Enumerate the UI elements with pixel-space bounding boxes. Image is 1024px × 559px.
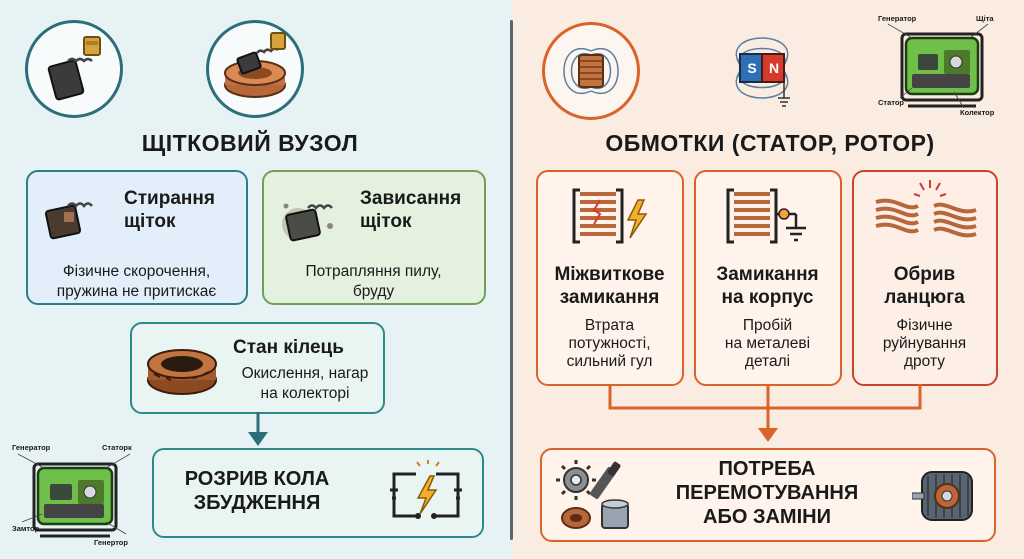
card-inter-turn-short-title-1: Міжвиткове (554, 264, 665, 285)
card-brush-wear-title-1: Стирання (124, 188, 215, 209)
generator-right-label-bottom-left: Статор (878, 98, 904, 107)
card-brush-wear-text-1: Фізичне скорочення, (62, 263, 211, 280)
card-circuit-break-text-3: дроту (904, 353, 945, 370)
card-ground-short-text-2: на металеві (724, 335, 811, 352)
card-brush-stuck-title-2: щіток (360, 211, 412, 232)
card-circuit-break-text-2: руйнування (882, 335, 967, 352)
card-excitation-break: РОЗРИВ КОЛА ЗБУДЖЕННЯ (152, 448, 484, 538)
card-brush-stuck-title-1: Зависання (360, 188, 462, 209)
card-inter-turn-short-text-1: Втрата (584, 317, 635, 334)
connector-lines (608, 384, 922, 442)
generator-label-top-left: Генератор (12, 443, 51, 452)
card-ground-short-text-1: Пробій (742, 317, 793, 334)
card-brush-wear-title-2: щіток (124, 211, 176, 232)
generator-illustration: Генератор Статорк Замтор Генертор (10, 440, 138, 550)
card-brush-stuck-text-1: Потрапляння пилу, (305, 263, 442, 280)
brush-circle-icon (25, 20, 123, 118)
card-ring-condition-text-1: Окислення, нагар (241, 365, 369, 382)
card-rewind-or-replace: ПОТРЕБА ПЕРЕМОТУВАННЯ АБО ЗАМІНИ (540, 448, 996, 542)
coil-spark-icon (572, 188, 648, 244)
card-rewind-line-3: АБО ЗАМІНИ (703, 506, 831, 528)
card-brush-stuck-text-2: бруду (352, 283, 395, 300)
arrow-down-icon (248, 412, 268, 446)
card-circuit-break-title-1: Обрив (893, 264, 956, 285)
coil-ground-icon (726, 188, 806, 244)
generator-illustration-right: Генератор Щіта Статор Колектор (878, 12, 1004, 120)
card-ring-condition: Стан кілець Окислення, нагар на колектор… (130, 322, 385, 414)
card-ground-short-text-3: деталі (744, 353, 791, 370)
card-ring-condition-title: Стан кілець (233, 337, 344, 358)
card-rewind-line-1: ПОТРЕБА (718, 458, 816, 480)
card-ring-condition-text-2: на колекторі (260, 385, 350, 402)
card-ground-short: Замикання на корпус Пробій на металеві д… (694, 170, 842, 386)
card-brush-stuck: Зависання щіток Потрапляння пилу, бруду (262, 170, 486, 305)
magnet-n-label: N (768, 60, 780, 76)
right-section-title: ОБМОТКИ (СТАТОР, РОТОР) (605, 130, 935, 156)
card-inter-turn-short-text-2: потужності, (568, 335, 651, 352)
card-excitation-break-line-2: ЗБУДЖЕННЯ (193, 492, 321, 514)
magnet-s-label: S (747, 60, 757, 76)
brush-ring-circle-icon (206, 20, 304, 118)
broken-wire-icon (875, 180, 977, 238)
generator-label-top-right: Статорк (102, 443, 132, 452)
generator-label-bottom-right: Генертор (94, 538, 128, 547)
card-inter-turn-short-title-2: замикання (559, 287, 660, 308)
card-inter-turn-short-text-3: сильний гул (566, 353, 653, 370)
card-circuit-break: Обрив ланцюга Фізичне руйнування дроту (852, 170, 998, 386)
coil-field-circle-icon (542, 22, 640, 120)
generator-right-label-top-right: Щіта (976, 14, 994, 23)
magnet-field-illustration: S N (712, 18, 812, 118)
card-circuit-break-title-2: ланцюга (884, 287, 965, 308)
motor-stator-icon (912, 471, 973, 521)
card-ground-short-title-2: на корпус (721, 287, 814, 308)
card-brush-wear-text-2: пружина не притискає (56, 283, 217, 300)
left-section-title: ЩІТКОВИЙ ВУЗОЛ (141, 130, 359, 156)
generator-right-label-top-left: Генератор (878, 14, 917, 23)
card-circuit-break-text-1: Фізичне (896, 317, 953, 334)
card-brush-wear: Стирання щіток Фізичне скорочення, пружи… (26, 170, 248, 305)
generator-right-label-bottom-right: Колектор (960, 108, 995, 117)
generator-label-bottom-left: Замтор (12, 524, 40, 533)
broken-circuit-icon (390, 460, 462, 519)
card-inter-turn-short: Міжвиткове замикання Втрата потужності, … (536, 170, 684, 386)
card-rewind-line-2: ПЕРЕМОТУВАННЯ (675, 482, 859, 504)
center-divider (510, 20, 513, 540)
card-excitation-break-line-1: РОЗРИВ КОЛА (184, 468, 330, 490)
tools-icon (556, 460, 629, 529)
card-ground-short-title-1: Замикання (716, 264, 819, 285)
